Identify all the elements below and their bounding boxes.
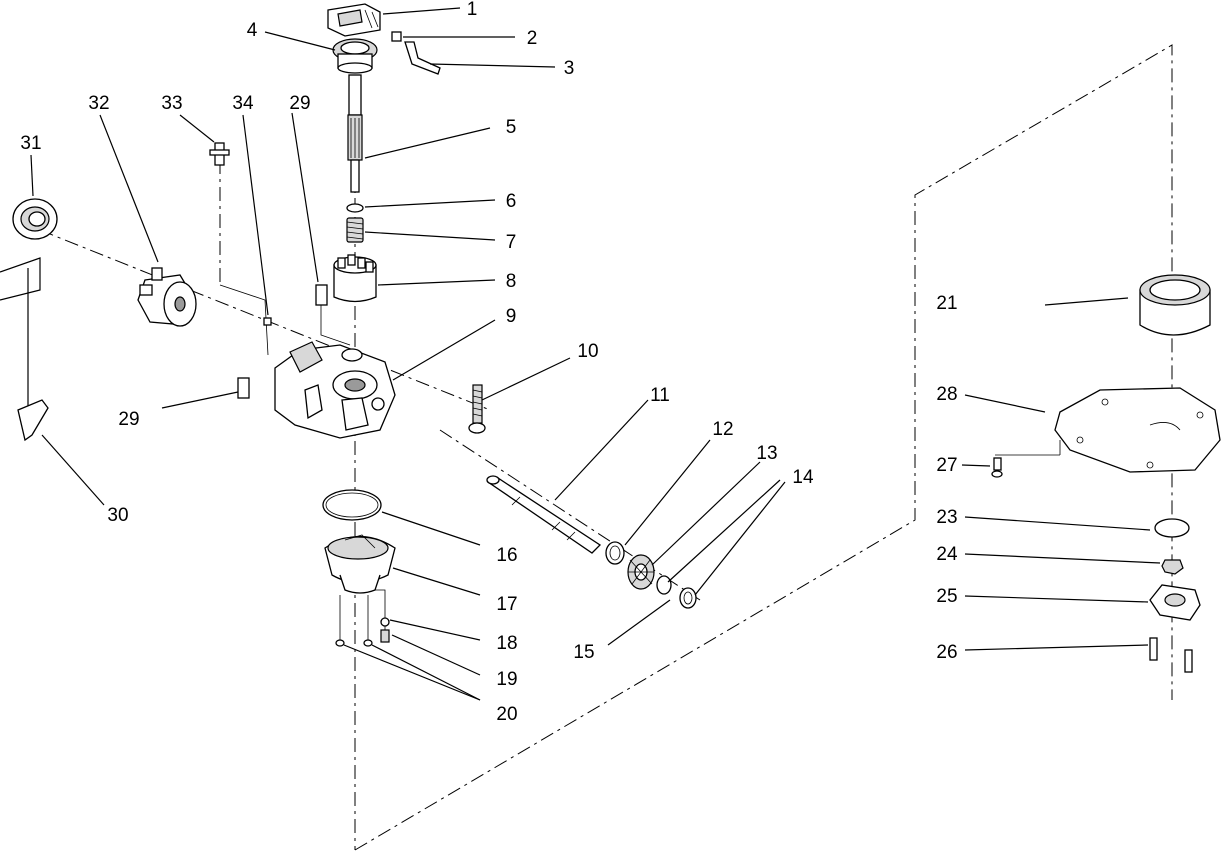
part-5-shaft: [347, 74, 363, 193]
callout-9: 9: [506, 306, 517, 327]
part-28-plate: [1054, 387, 1221, 473]
callout-29-upper: 29: [289, 93, 310, 114]
callout-33: 33: [161, 93, 182, 114]
callout-11: 11: [650, 385, 670, 406]
callout-7: 7: [506, 232, 517, 253]
part-10-bolt: [468, 384, 486, 434]
part-21-ring-bearing: [1139, 274, 1211, 336]
part-30-bracket: [17, 399, 49, 442]
callout-16: 16: [496, 545, 517, 566]
part-14-washer-a: [656, 575, 672, 595]
callout-32: 32: [88, 93, 109, 114]
callout-25: 25: [936, 586, 957, 607]
callout-15: 15: [573, 642, 594, 663]
part-17-end-cap: [324, 534, 396, 594]
callout-18: 18: [496, 633, 517, 654]
part-16-o-ring: [322, 489, 382, 521]
callout-5: 5: [506, 117, 517, 138]
part-19-spring: [380, 629, 390, 643]
callout-31: 31: [20, 133, 41, 154]
callout-29-lower: 29: [118, 409, 139, 430]
part-6-ring: [346, 203, 364, 213]
part-9-housing: [274, 341, 396, 439]
callout-4: 4: [247, 20, 258, 41]
callout-14: 14: [792, 467, 814, 488]
callout-34: 34: [232, 93, 254, 114]
callout-21: 21: [936, 293, 957, 314]
part-33-fitting: [209, 142, 230, 166]
callout-28: 28: [936, 384, 957, 405]
callout-8: 8: [506, 271, 517, 292]
part-7-spring: [346, 217, 364, 243]
part-3-lever: [404, 41, 441, 75]
part-14-washer-b: [679, 587, 697, 609]
part-26-bolt-a: [1149, 637, 1158, 661]
callout-20: 20: [496, 704, 517, 725]
part-8-cylinder-block: [333, 254, 377, 303]
bracket-lines: [0, 257, 41, 408]
callout-12: 12: [712, 419, 733, 440]
part-20-plug-a: [335, 639, 345, 647]
callout-27: 27: [936, 455, 957, 476]
part-12-ring: [605, 541, 625, 565]
callout-30: 30: [107, 505, 128, 526]
callout-3: 3: [564, 58, 575, 79]
part-32-pump-block: [137, 267, 197, 327]
callout-19: 19: [496, 669, 517, 690]
part-4-seal: [332, 38, 378, 74]
callout-labels: 1 2 3 4 5 6 7 8 9 10 11 12 13 14 15 16 1…: [20, 0, 958, 725]
part-29-pin-lower: [237, 377, 250, 399]
part-27-screw: [991, 457, 1003, 478]
part-1-cap: [327, 3, 381, 37]
callout-1: 1: [467, 0, 478, 20]
part-31-bearing: [12, 198, 58, 240]
callout-10: 10: [577, 341, 598, 362]
leader-lines: [30, 7, 1161, 701]
callout-23: 23: [936, 507, 957, 528]
part-13-gear: [627, 554, 655, 590]
part-18-ball: [380, 617, 390, 627]
part-34-clip: [263, 317, 272, 326]
part-26-bolt-b: [1184, 649, 1193, 673]
callout-24: 24: [936, 544, 958, 565]
callout-17: 17: [496, 594, 517, 615]
part-2-key: [391, 31, 402, 42]
part-20-plug-b: [363, 639, 373, 647]
callout-13: 13: [756, 443, 777, 464]
part-29-pin-upper: [315, 284, 328, 306]
callout-26: 26: [936, 642, 957, 663]
callout-2: 2: [527, 28, 538, 49]
assembly-centerlines: [39, 44, 1173, 851]
part-11-shaft: [486, 475, 602, 554]
part-24-nut: [1161, 559, 1184, 575]
callout-6: 6: [506, 191, 517, 212]
part-25-flange: [1149, 584, 1201, 621]
part-23-o-ring: [1154, 518, 1190, 538]
